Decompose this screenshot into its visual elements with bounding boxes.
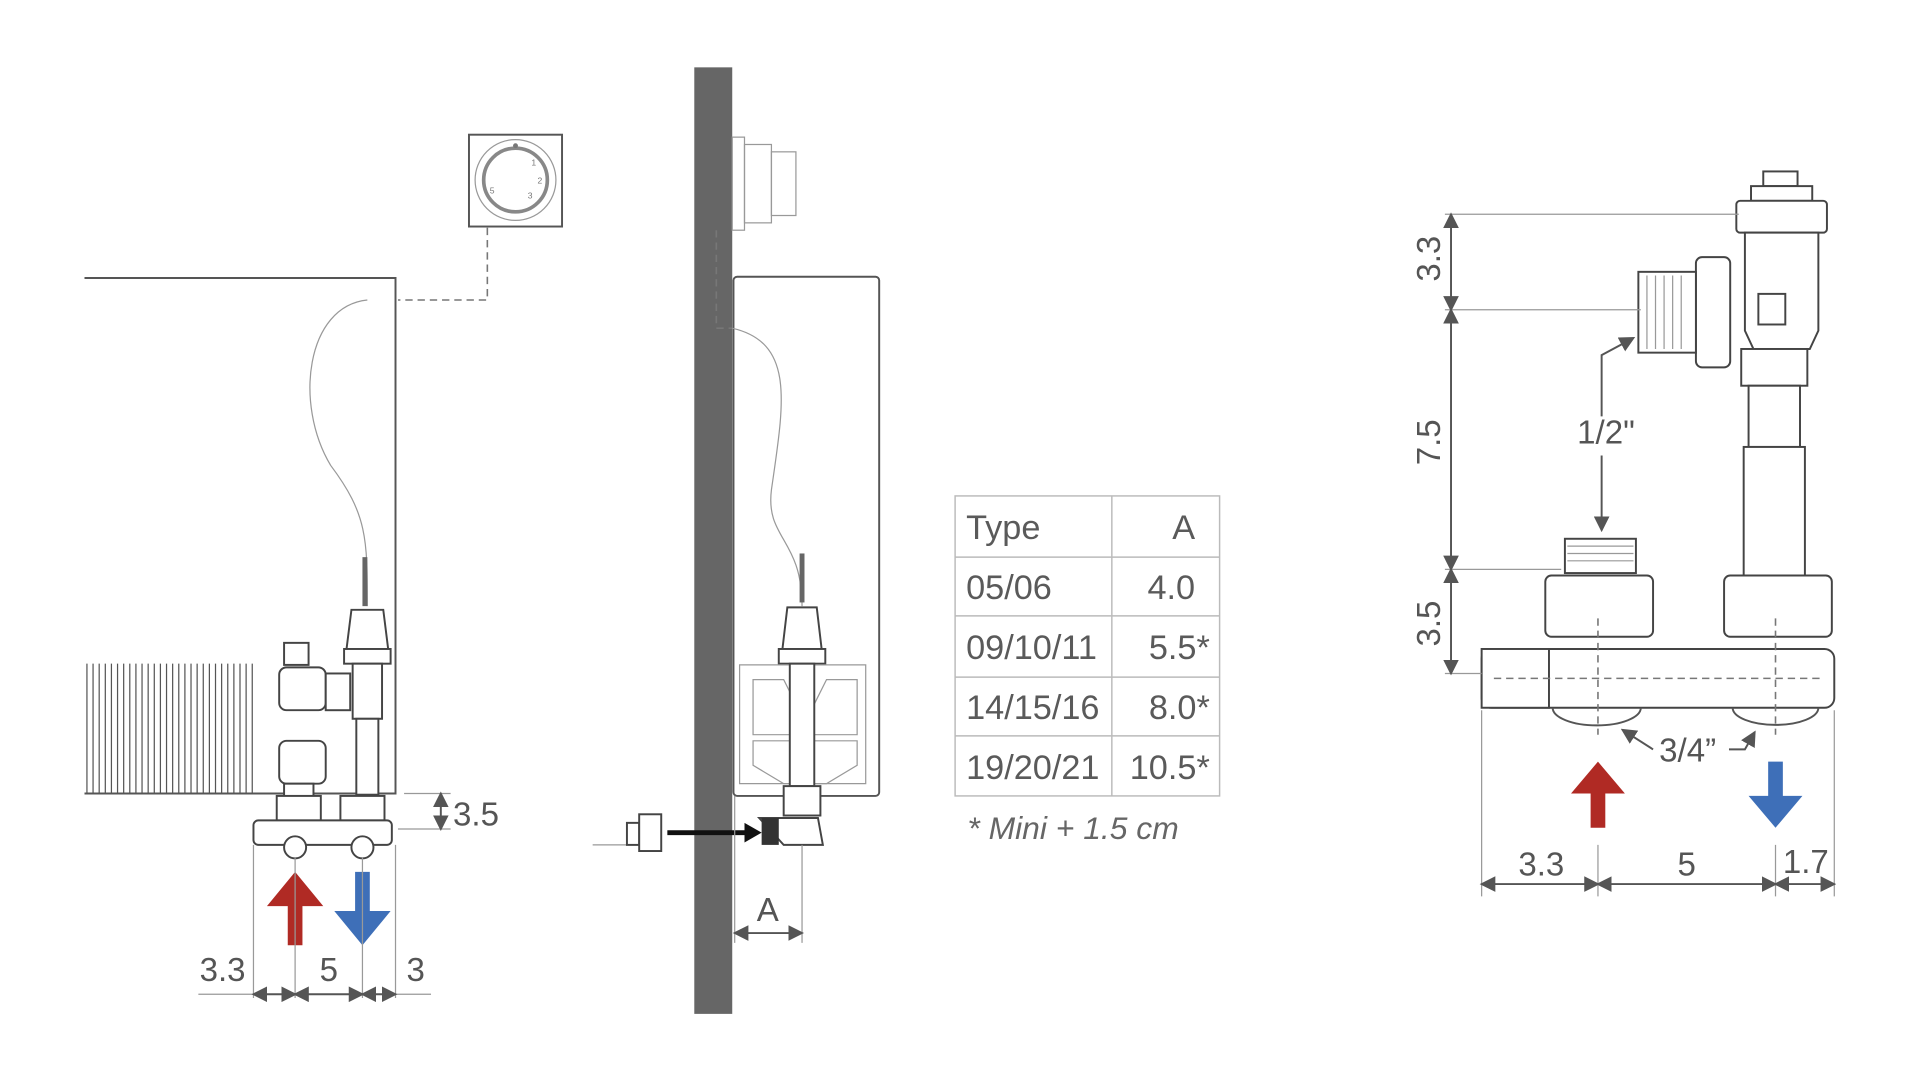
capillary-tube <box>309 299 368 607</box>
right-dim-3-5-vertical: 3.5 <box>1411 601 1448 647</box>
table-header-type: Type <box>966 509 1040 547</box>
dim-a-label: A <box>757 892 779 929</box>
table-cell-a: 5.5* <box>1149 629 1210 667</box>
dimension-a: A <box>732 795 804 943</box>
thread-size-half-inch: 1/2" <box>1577 414 1635 451</box>
left-dim-height: 3.5 <box>453 796 499 833</box>
table-cell-a: 10.5* <box>1130 749 1210 787</box>
right-bottom-dimensions: 3.3 5 1.7 <box>1479 710 1837 897</box>
table-row: 14/15/16 8.0* <box>966 689 1210 727</box>
right-dim-1-7: 1.7 <box>1783 844 1829 881</box>
table-footnote: * Mini + 1.5 cm <box>967 810 1178 846</box>
table-row: 05/06 4.0 <box>966 569 1195 607</box>
left-dim-3-3: 3.3 <box>200 952 246 989</box>
wall <box>694 67 733 1014</box>
table-cell-type: 05/06 <box>966 569 1052 607</box>
dial-number-2: 2 <box>538 176 543 186</box>
middle-side-view: A <box>592 67 881 1014</box>
thread-size-three-quarter-inch: 3/4” <box>1659 733 1716 770</box>
right-dim-3-3-vertical: 3.3 <box>1411 236 1448 282</box>
valve-side <box>738 553 867 846</box>
left-dim-3: 3 <box>407 952 425 989</box>
right-dim-5: 5 <box>1678 847 1696 884</box>
return-arrow <box>1748 761 1803 828</box>
fitting-insert <box>592 813 762 852</box>
thermostat-side <box>731 136 797 231</box>
dial-number-1: 1 <box>531 157 536 167</box>
right-dim-7-5-vertical: 7.5 <box>1411 419 1448 465</box>
left-dim-5: 5 <box>320 952 338 989</box>
right-dim-3-3: 3.3 <box>1518 847 1564 884</box>
table-row: 19/20/21 10.5* <box>966 749 1210 787</box>
valve-body <box>1480 170 1836 735</box>
supply-arrow <box>1571 761 1625 828</box>
dial-number-3: 3 <box>528 190 533 200</box>
left-front-view: 1 2 3 5 <box>84 133 564 1003</box>
type-dimension-table: Type A 05/06 4.0 09/10/11 5.5* 14/15/16 … <box>954 495 1221 846</box>
dial-number-5: 5 <box>490 185 495 195</box>
right-vertical-dimensions: 3.3 7.5 3.5 <box>1411 212 1739 676</box>
table-cell-type: 19/20/21 <box>966 749 1099 787</box>
table-header-a: A <box>1172 509 1195 547</box>
left-dimensions: 3.5 3.3 5 3 <box>198 791 499 1003</box>
right-valve-detail: 3.3 7.5 3.5 1/2" 3/4” 3.3 5 1.7 <box>1411 170 1837 897</box>
table-cell-type: 14/15/16 <box>966 689 1099 727</box>
valve-assembly <box>252 557 393 860</box>
table-cell-a: 4.0 <box>1147 569 1195 607</box>
table-row: 09/10/11 5.5* <box>966 629 1210 667</box>
table-cell-a: 8.0* <box>1149 689 1210 727</box>
room-thermostat: 1 2 3 5 <box>468 133 564 228</box>
table-cell-type: 09/10/11 <box>966 629 1097 667</box>
radiator-fins <box>86 663 253 794</box>
